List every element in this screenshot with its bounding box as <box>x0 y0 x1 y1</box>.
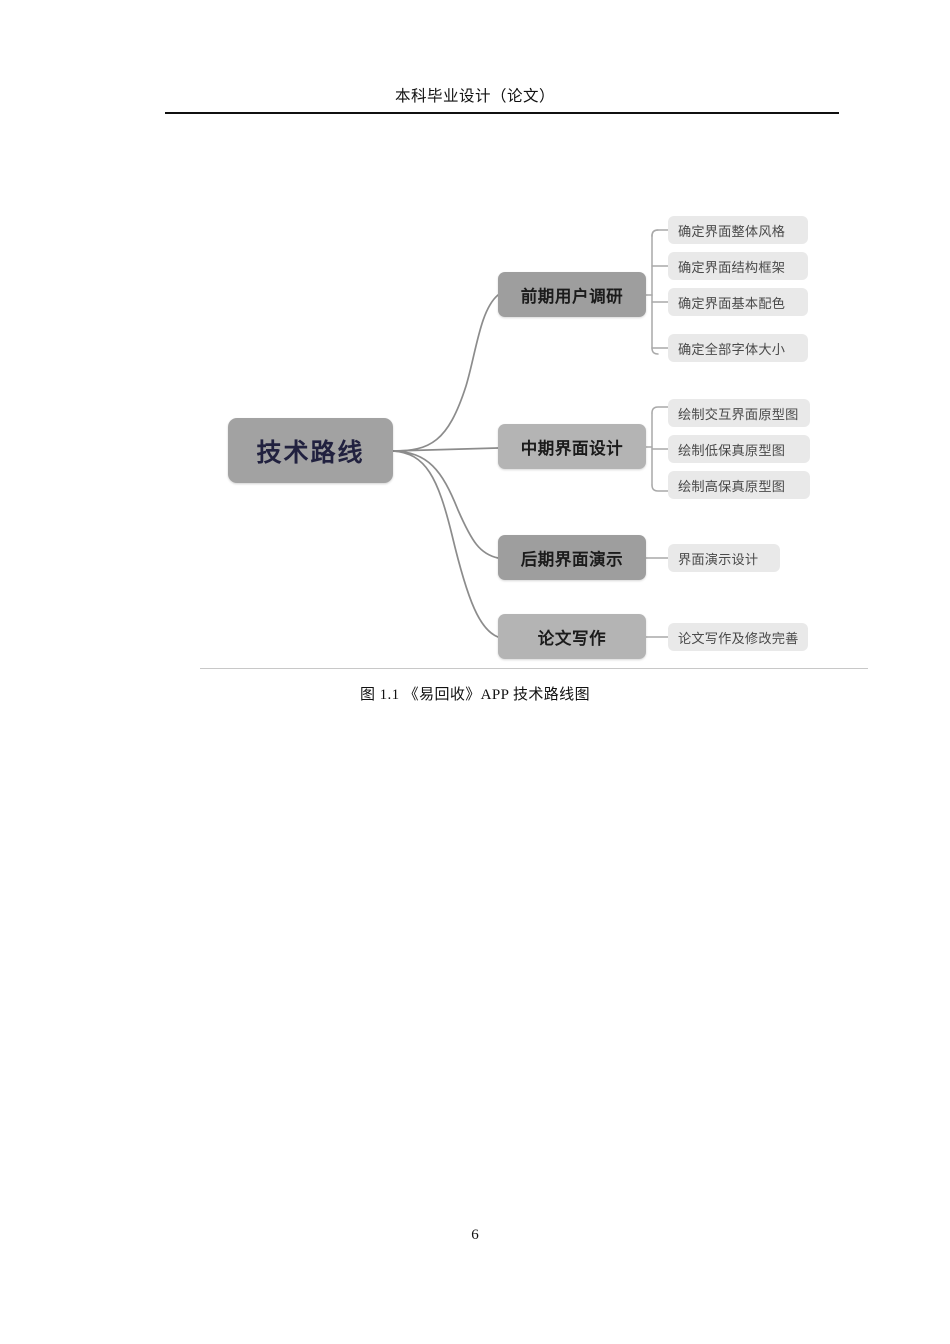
mindmap-leaf-label: 确定界面结构框架 <box>678 260 786 276</box>
mindmap-leaf-label: 绘制低保真原型图 <box>678 443 786 459</box>
technical-route-mindmap: 技术路线 前期用户调研 确定界面整体风格 确定界面结构框架 确定界面基本配色 确… <box>180 190 860 670</box>
mindmap-branch-node-4[interactable]: 论文写作 <box>498 614 646 659</box>
page-number: 6 <box>471 1227 479 1243</box>
header-rule <box>165 112 839 114</box>
mindmap-leaf-label: 绘制交互界面原型图 <box>678 407 799 423</box>
mindmap-leaf-label: 确定界面基本配色 <box>678 296 786 312</box>
mindmap-leaf-label: 确定界面整体风格 <box>678 224 786 240</box>
mindmap-leaf-node[interactable]: 确定界面基本配色 <box>668 288 808 316</box>
mindmap-branch-node-3[interactable]: 后期界面演示 <box>498 535 646 580</box>
mindmap-leaf-node[interactable]: 绘制高保真原型图 <box>668 471 810 499</box>
mindmap-leaf-node[interactable]: 确定界面整体风格 <box>668 216 808 244</box>
mindmap-leaf-label: 绘制高保真原型图 <box>678 479 786 495</box>
mindmap-branch-label-3: 后期界面演示 <box>520 549 624 569</box>
mindmap-connectors <box>392 229 669 638</box>
mindmap-leaf-node[interactable]: 确定全部字体大小 <box>668 334 808 362</box>
mindmap-leaf-node[interactable]: 确定界面结构框架 <box>668 252 808 280</box>
mindmap-root-label: 技术路线 <box>256 437 365 467</box>
mindmap-branch-node-1[interactable]: 前期用户调研 <box>498 272 646 317</box>
figure-divider <box>200 668 868 669</box>
mindmap-leaf-label: 界面演示设计 <box>678 552 759 568</box>
mindmap-leaf-node[interactable]: 绘制低保真原型图 <box>668 435 810 463</box>
mindmap-branch-node-2[interactable]: 中期界面设计 <box>498 424 646 469</box>
mindmap-leaf-label: 论文写作及修改完善 <box>678 631 799 647</box>
mindmap-branch-label-2: 中期界面设计 <box>520 438 624 458</box>
running-header: 本科毕业设计（论文） <box>0 84 950 124</box>
mindmap-leaf-node[interactable]: 论文写作及修改完善 <box>668 623 808 651</box>
mindmap-leaf-node[interactable]: 界面演示设计 <box>668 544 780 572</box>
mindmap-branch-label-4: 论文写作 <box>537 628 607 648</box>
figure-caption: 图 1.1 《易回收》APP 技术路线图 <box>360 687 590 703</box>
mindmap-root-node[interactable]: 技术路线 <box>228 418 393 483</box>
mindmap-leaf-label: 确定全部字体大小 <box>678 342 786 358</box>
mindmap-leaf-node[interactable]: 绘制交互界面原型图 <box>668 399 810 427</box>
header-title: 本科毕业设计（论文） <box>394 88 555 105</box>
mindmap-branch-label-1: 前期用户调研 <box>520 286 624 306</box>
